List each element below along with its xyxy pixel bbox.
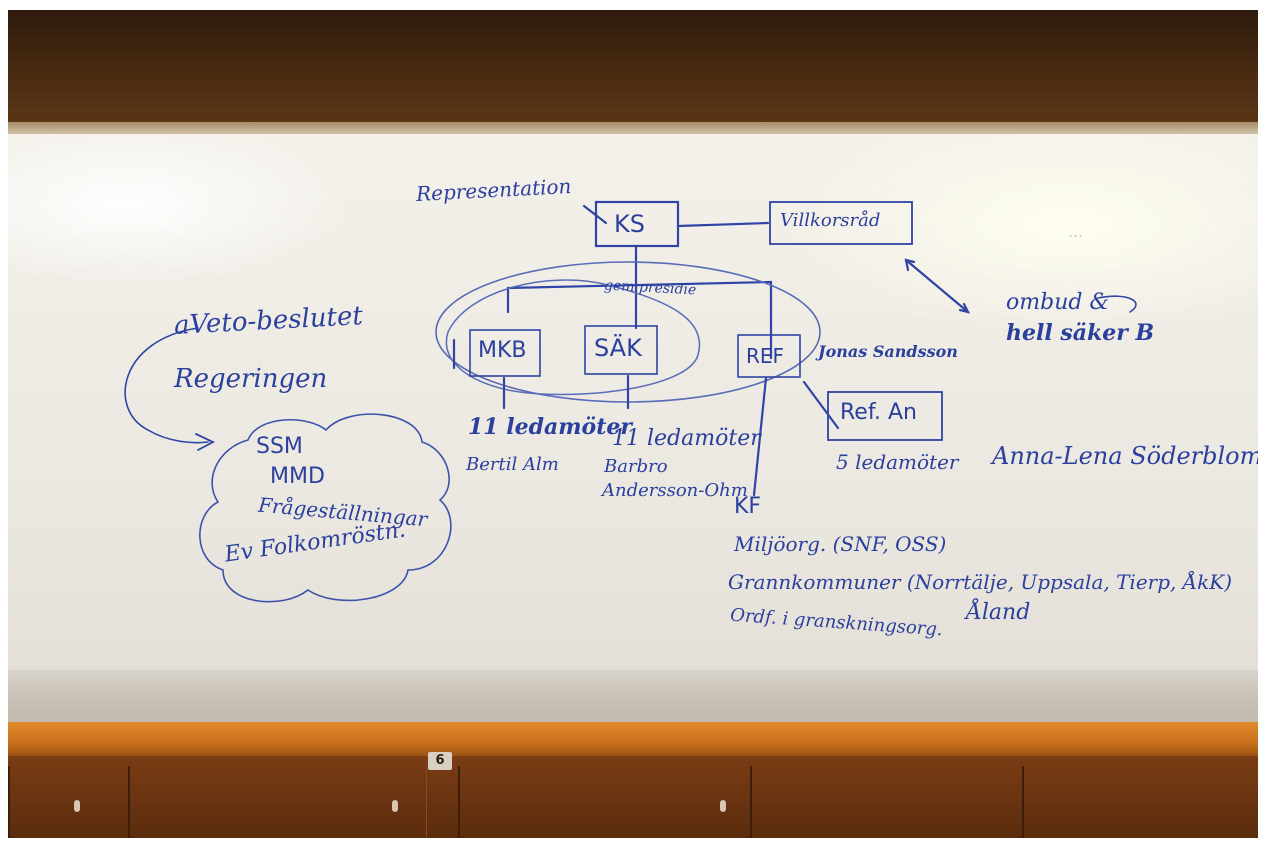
cabinet [8,756,1258,838]
board-tray [8,670,1258,730]
wooden-ledge [8,722,1258,756]
veto-arrow-head [195,433,216,451]
regeringen-label: Regeringen [174,364,328,394]
kf-label: KF [734,494,762,519]
cabinet-knob [74,800,80,812]
mkb-label: MKB [478,338,527,363]
villkorsrad-box [769,201,913,245]
sak-chair: Barbro [604,456,668,477]
villkorsrad-label: Villkorsråd [780,210,881,231]
sak-members: 11 ledamöter [612,426,761,451]
ref-kf-line [752,376,768,497]
representation-arrow [582,204,608,225]
ks-label: KS [614,210,645,238]
miljorg-label: Miljöorg. (SNF, OSS) [734,532,947,556]
mkb-chair: Bertil Alm [466,454,559,475]
cloud-line: SSM [256,434,303,459]
ref-refan-line [802,380,840,430]
ref-an-members: 5 ledamöter [836,450,959,474]
arrow-head [958,302,971,314]
ombud-curl [1097,295,1137,313]
whiteboard [8,134,1258,724]
cabinet-knob [720,800,726,812]
sak-chair-surname: Andersson-Ohm [602,480,748,501]
cabinet-number: 6 [428,752,452,770]
aland-label: Åland [966,600,1031,625]
arrow-head [904,258,916,272]
mkb-box [469,329,541,377]
ref-label: REF [746,344,785,368]
grannkommuner-label: Grannkommuner (Norrtälje, Uppsala, Tierp… [728,570,1233,594]
hell-saker-label: hell säker B [1006,320,1155,346]
anna-lena-label: Anna-Lena Söderblom [992,442,1258,470]
whiteboard-drawing [124,200,1137,603]
veto-curve [124,327,209,444]
ref-box [737,334,801,378]
ks-villkorsrad-line [676,221,770,228]
faint-text: ... [1068,222,1084,241]
committee-bracket [506,280,773,360]
double-arrow [904,258,970,314]
wall [8,10,1258,128]
whiteboard-photo: 6 Representation KS Villkorsråd ... gem … [8,10,1258,838]
cloud-line: MMD [270,464,325,489]
sak-label: SÄK [594,334,642,362]
cabinet-door [1022,766,1258,838]
board-frame [8,122,1258,136]
sak-box [584,325,658,375]
thought-cloud [199,413,452,603]
ref-an-box [827,391,943,441]
ref-an-label: Ref. An [840,400,917,425]
jonas-label: Jonas Sandsson [818,342,958,361]
ombud-label: ombud & [1006,290,1110,315]
cabinet-knob [392,800,398,812]
cabinet-door [128,766,427,838]
mkb-members: 11 ledamöter [468,414,632,440]
presidium-loop [445,279,701,396]
